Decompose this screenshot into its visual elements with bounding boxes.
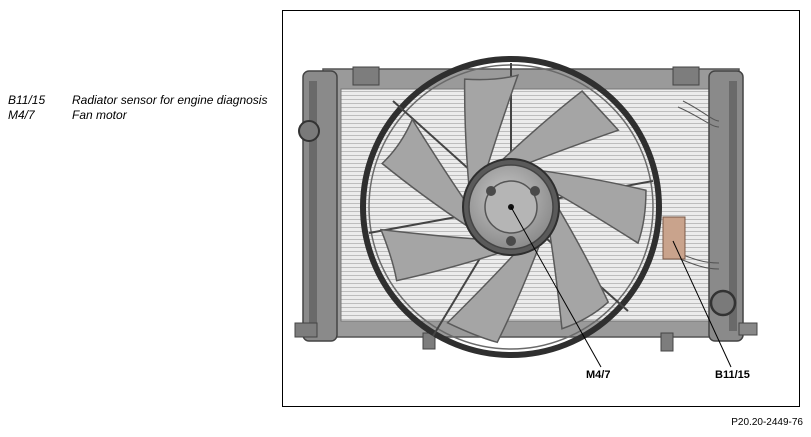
wiring-harness xyxy=(672,100,720,270)
fan-blade xyxy=(463,74,520,190)
radiator-fan-illustration xyxy=(294,56,758,368)
fan-blade xyxy=(537,169,647,245)
fan-blade xyxy=(446,240,542,344)
fan-ring xyxy=(360,56,662,358)
legend-code: B11/15 xyxy=(8,93,46,107)
sensor-leader xyxy=(672,240,732,368)
fan-blade xyxy=(497,90,620,165)
fan-blade xyxy=(548,203,610,330)
fan-blades xyxy=(379,74,647,344)
legend-row-b11-15: B11/15 Radiator sensor for engine diagno… xyxy=(8,93,278,108)
radiator-sensor xyxy=(662,216,686,260)
legend-code: M4/7 xyxy=(8,108,35,122)
fan-motor-hub xyxy=(462,158,560,256)
fan-blade xyxy=(381,117,472,230)
legend-description: Radiator sensor for engine diagnosis xyxy=(72,93,268,107)
fan-blade xyxy=(379,228,504,282)
legend-description: Fan motor xyxy=(72,108,127,122)
callout-fan-motor: M4/7 xyxy=(586,369,611,381)
callout-radiator-sensor: B11/15 xyxy=(715,369,750,381)
legend: B11/15 Radiator sensor for engine diagno… xyxy=(8,93,278,123)
legend-row-m4-7: M4/7 Fan motor xyxy=(8,108,278,123)
figure-frame: M4/7 B11/15 xyxy=(282,10,800,407)
fan-motor-leader xyxy=(510,206,602,368)
figure-reference: P20.20-2449-76 xyxy=(731,417,803,428)
